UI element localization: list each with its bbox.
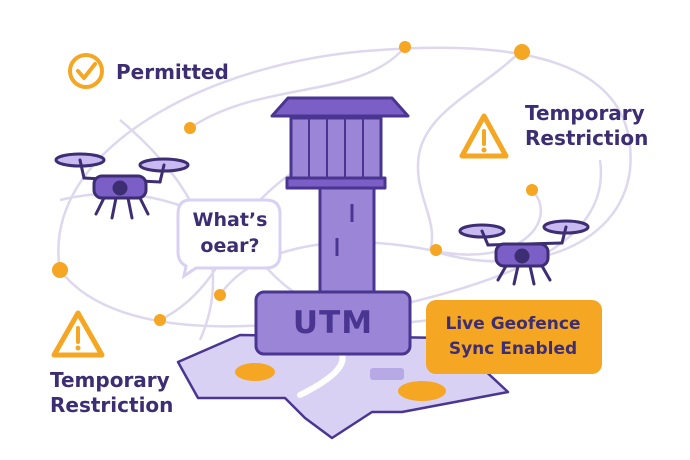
- bubble-line: What’s: [192, 209, 268, 231]
- warning-triangle-icon: [51, 310, 105, 358]
- restriction-text: Restriction: [50, 393, 174, 417]
- temporary-restriction-label: Temporary Restriction: [50, 368, 173, 418]
- geofence-badge: [426, 300, 602, 374]
- geofence-badge-text: Live Geofence Sync Enabled: [430, 312, 596, 362]
- temporary-text: Temporary: [525, 101, 645, 125]
- zone-marker: [235, 363, 275, 381]
- zone-marker: [398, 381, 446, 401]
- waypoint-dot: [52, 262, 68, 278]
- temporary-restriction-label: Temporary Restriction: [525, 101, 648, 151]
- waypoint-dot: [526, 184, 538, 196]
- waypoint-dot: [399, 41, 411, 53]
- badge-line: Live Geofence: [445, 314, 581, 334]
- speech-bubble: [176, 198, 282, 280]
- waypoint-dots: [52, 41, 538, 326]
- waypoint-dot: [214, 289, 226, 301]
- drone-icon: [458, 219, 590, 286]
- bubble-line: oear?: [200, 235, 260, 257]
- permitted-label: Permitted: [116, 60, 229, 85]
- waypoint-dot: [154, 314, 166, 326]
- badge-line: Sync Enabled: [448, 339, 578, 359]
- waypoint-dot: [430, 244, 442, 256]
- permitted-text: Permitted: [116, 60, 229, 84]
- control-tower-icon: [254, 96, 412, 356]
- warning-triangle-icon: [459, 113, 509, 159]
- waypoint-dot: [514, 44, 530, 60]
- waypoint-dot: [184, 122, 196, 134]
- speech-bubble-text: What’s oear?: [190, 207, 270, 259]
- temporary-text: Temporary: [50, 368, 170, 392]
- tower-label: UTM: [292, 305, 374, 341]
- check-circle-icon: [68, 53, 104, 89]
- restriction-text: Restriction: [525, 126, 649, 150]
- drone-icon: [54, 152, 190, 220]
